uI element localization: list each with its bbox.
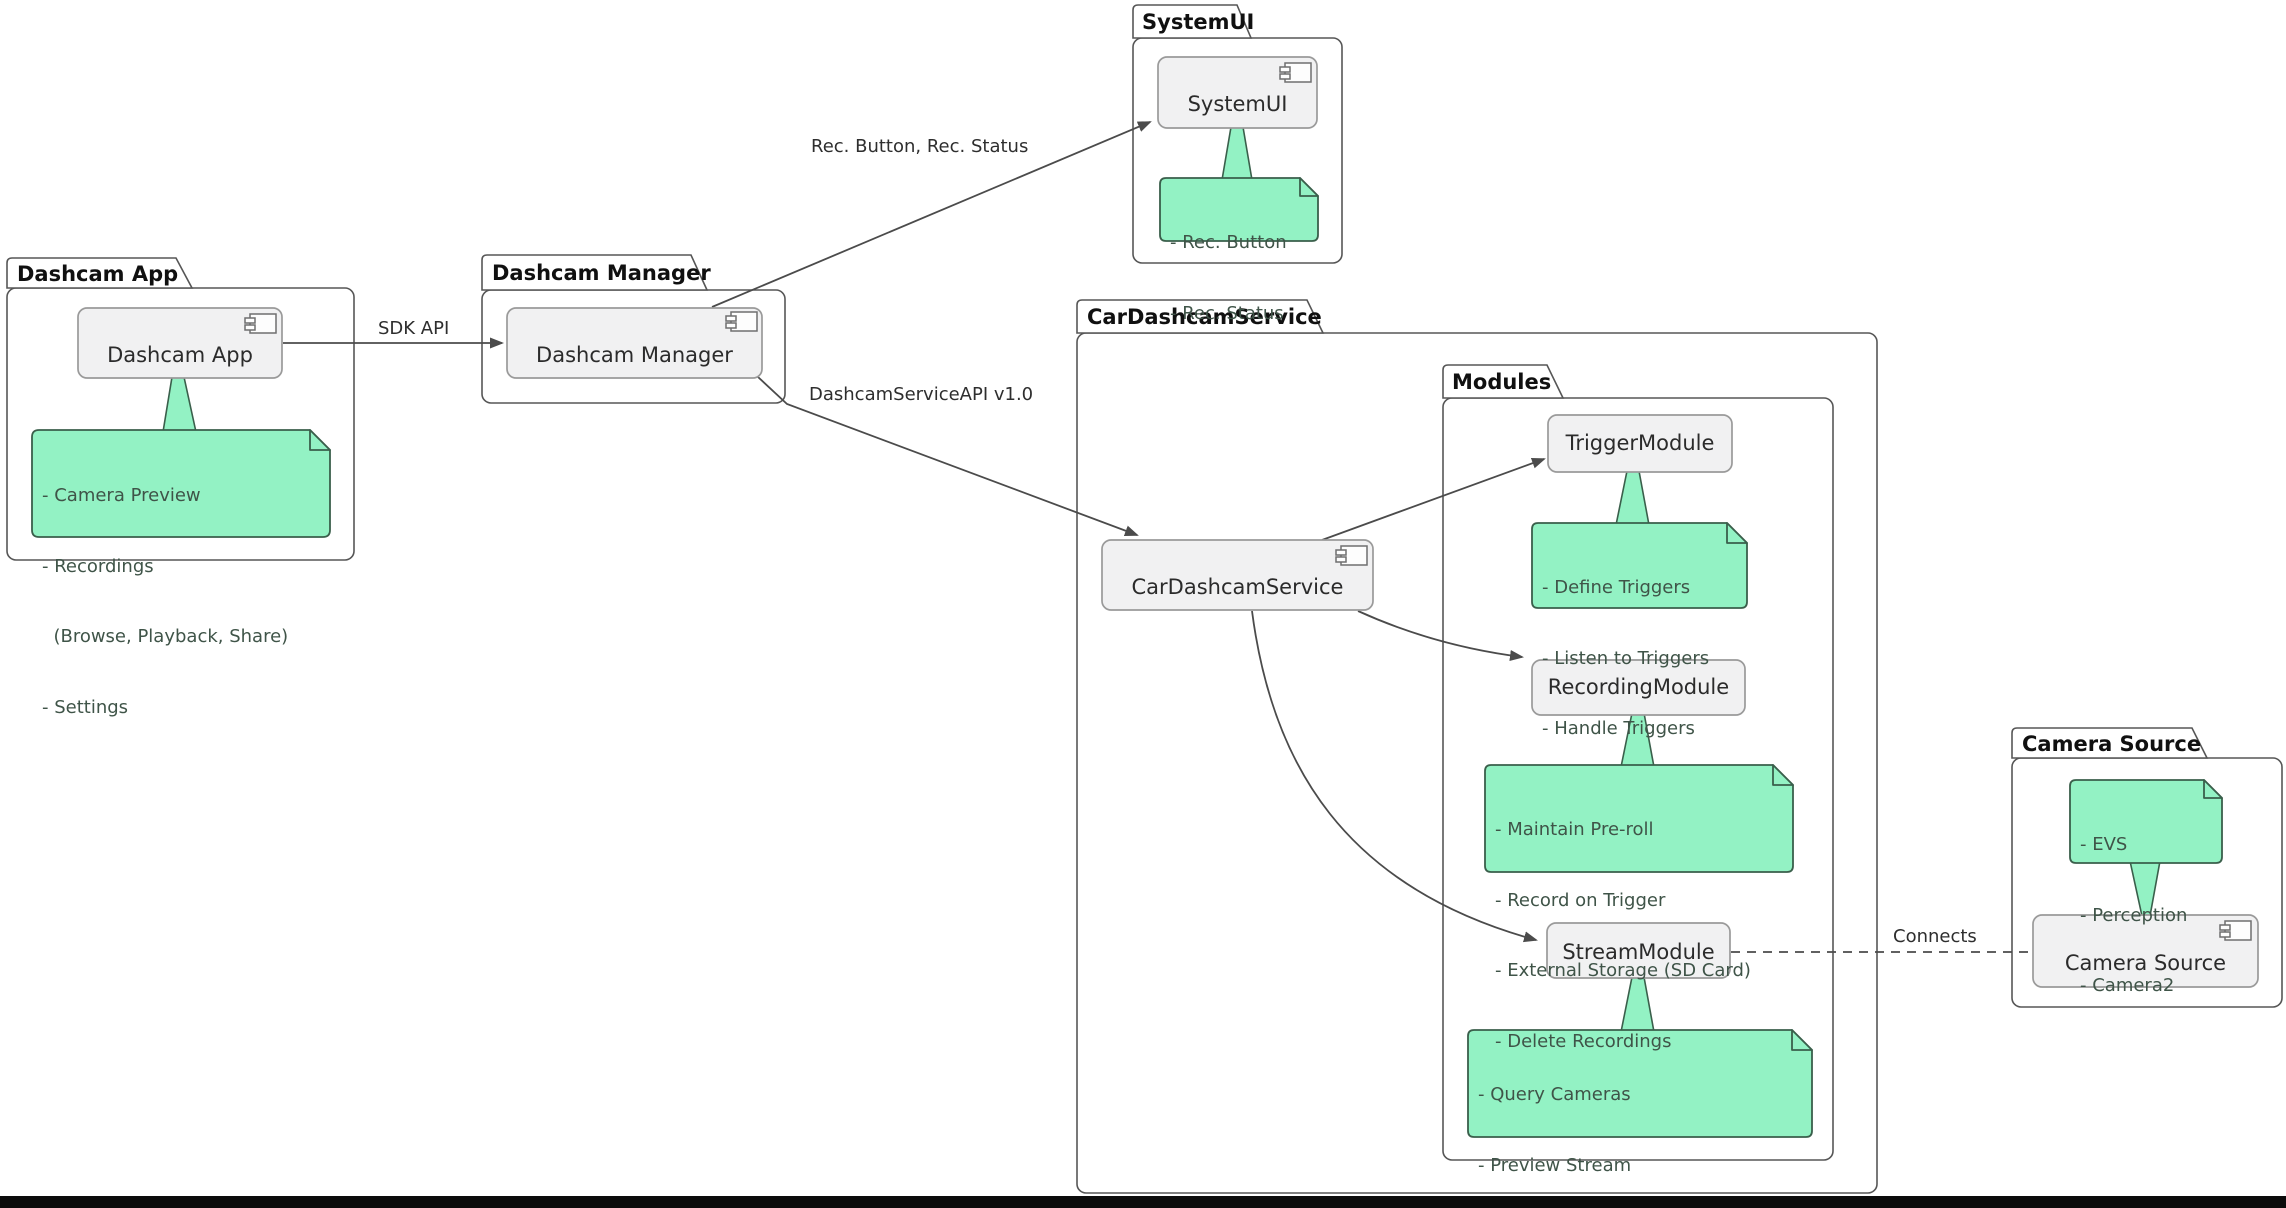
component-recording-module [1531, 659, 1746, 716]
edge-label-rec-button-status: Rec. Button, Rec. Status [811, 136, 1029, 157]
note-dashcam-app [31, 429, 331, 538]
component-icon [1335, 545, 1368, 566]
note-line: - Camera2 [2080, 975, 2175, 996]
note-camera-source [2069, 779, 2223, 864]
package-title-dashcam-app: Dashcam App [17, 262, 179, 286]
edge-label-connects: Connects [1893, 926, 1977, 947]
component-label-cardashcamservice: CarDashcamService [1131, 575, 1344, 599]
package-title-cardashcamservice: CarDashcamService [1087, 305, 1322, 329]
note-text-dashcam-app: - Camera Preview - Recordings (Browse, P… [42, 437, 288, 766]
note-tails [162, 126, 2161, 1033]
package-systemui-tab [1132, 4, 1253, 39]
note-trigger-module [1531, 522, 1748, 609]
note-line: (Browse, Playback, Share) [42, 626, 289, 647]
package-title-systemui: SystemUI [1142, 10, 1255, 34]
note-systemui-dogear [1299, 177, 1319, 197]
note-line: - Listen to Triggers [1542, 647, 1710, 669]
note-line: - Settings [42, 696, 129, 718]
note-line: - Preview Stream [1478, 1154, 1632, 1176]
edge-service-to-recording [1357, 610, 1524, 661]
component-systemui [1157, 56, 1318, 129]
package-cardashcamservice-tab [1076, 299, 1325, 334]
note-line: - Perception [2080, 904, 2188, 926]
note-line: - Handle Triggers [1542, 718, 1695, 739]
component-icon [244, 313, 277, 334]
component-cardashcamservice [1101, 539, 1374, 611]
note-line: - Maintain Pre-roll [1495, 819, 1654, 840]
note-recording-module-dogear [1772, 764, 1794, 786]
package-camera-source-tab [2011, 727, 2209, 759]
component-label-trigger-module: TriggerModule [1565, 431, 1715, 455]
package-title-dashcam-manager: Dashcam Manager [492, 261, 711, 285]
note-line: - Define Triggers [1542, 577, 1691, 598]
component-label-dashcam-app: Dashcam App [107, 343, 253, 367]
note-text-systemui: - Rec. Button - Rec. Status [1170, 184, 1287, 372]
note-dashcam-app-dogear [309, 429, 331, 451]
package-dashcam-manager-tab [481, 254, 709, 291]
note-line: - Rec. Status [1170, 302, 1284, 324]
package-modules-tab [1442, 364, 1565, 399]
edge-service-to-stream [1251, 610, 1538, 943]
edge-label-dashcam-service-api: DashcamServiceAPI v1.0 [809, 384, 1034, 405]
component-boxes [77, 56, 2259, 988]
note-trigger-module-dogear [1726, 522, 1748, 544]
note-text-stream-module: - Query Cameras - Preview Stream - Snaps… [1478, 1036, 1766, 1208]
edge-manager-to-systemui [711, 121, 1152, 308]
note-line: - EVS [2080, 834, 2128, 855]
note-camera-source-dogear [2203, 779, 2223, 799]
note-line: - Query Cameras [1478, 1084, 1631, 1105]
package-title-camera-source: Camera Source [2022, 732, 2202, 756]
note-text-camera-source: - EVS - Perception - Camera2 [2080, 786, 2187, 1045]
edge-manager-to-service [757, 376, 1139, 536]
note-line: - Delete Recordings [1495, 1030, 1672, 1052]
note-line: - Recordings [42, 555, 154, 577]
component-dashcam-manager [506, 307, 763, 379]
component-icon [725, 311, 758, 332]
note-line: - Camera Preview [42, 485, 201, 506]
component-icons [244, 62, 2252, 941]
component-icon [2219, 920, 2252, 941]
component-label-stream-module: StreamModule [1562, 940, 1715, 964]
edge-label-sdk-api: SDK API [378, 318, 450, 339]
note-recording-module [1484, 764, 1794, 873]
component-label-dashcam-manager: Dashcam Manager [536, 343, 733, 367]
component-trigger-module [1547, 414, 1733, 473]
package-dashcam-app-tab [6, 257, 194, 289]
note-systemui [1159, 177, 1319, 242]
component-label-recording-module: RecordingModule [1547, 675, 1730, 699]
edge-service-to-trigger [1321, 457, 1546, 541]
component-icon [1279, 62, 1312, 83]
note-shapes [31, 177, 2223, 1138]
component-label-systemui: SystemUI [1187, 92, 1288, 116]
bottom-bar [0, 1196, 2286, 1208]
note-line: - External Storage (SD Card) [1495, 960, 1751, 981]
note-text-trigger-module: - Define Triggers - Listen to Triggers -… [1542, 529, 1709, 788]
component-label-camera-source: Camera Source [2064, 951, 2227, 975]
note-stream-module-dogear [1791, 1029, 1813, 1051]
note-stream-module [1467, 1029, 1813, 1138]
note-line: - Record on Trigger [1495, 889, 1666, 911]
component-stream-module [1546, 922, 1731, 979]
component-dashcam-app [77, 307, 283, 379]
note-text-recording-module: - Maintain Pre-roll - Record on Trigger … [1495, 771, 1751, 1100]
note-line: - Rec. Button [1170, 232, 1287, 253]
package-title-modules: Modules [1452, 370, 1552, 394]
component-camera-source [2032, 914, 2259, 988]
